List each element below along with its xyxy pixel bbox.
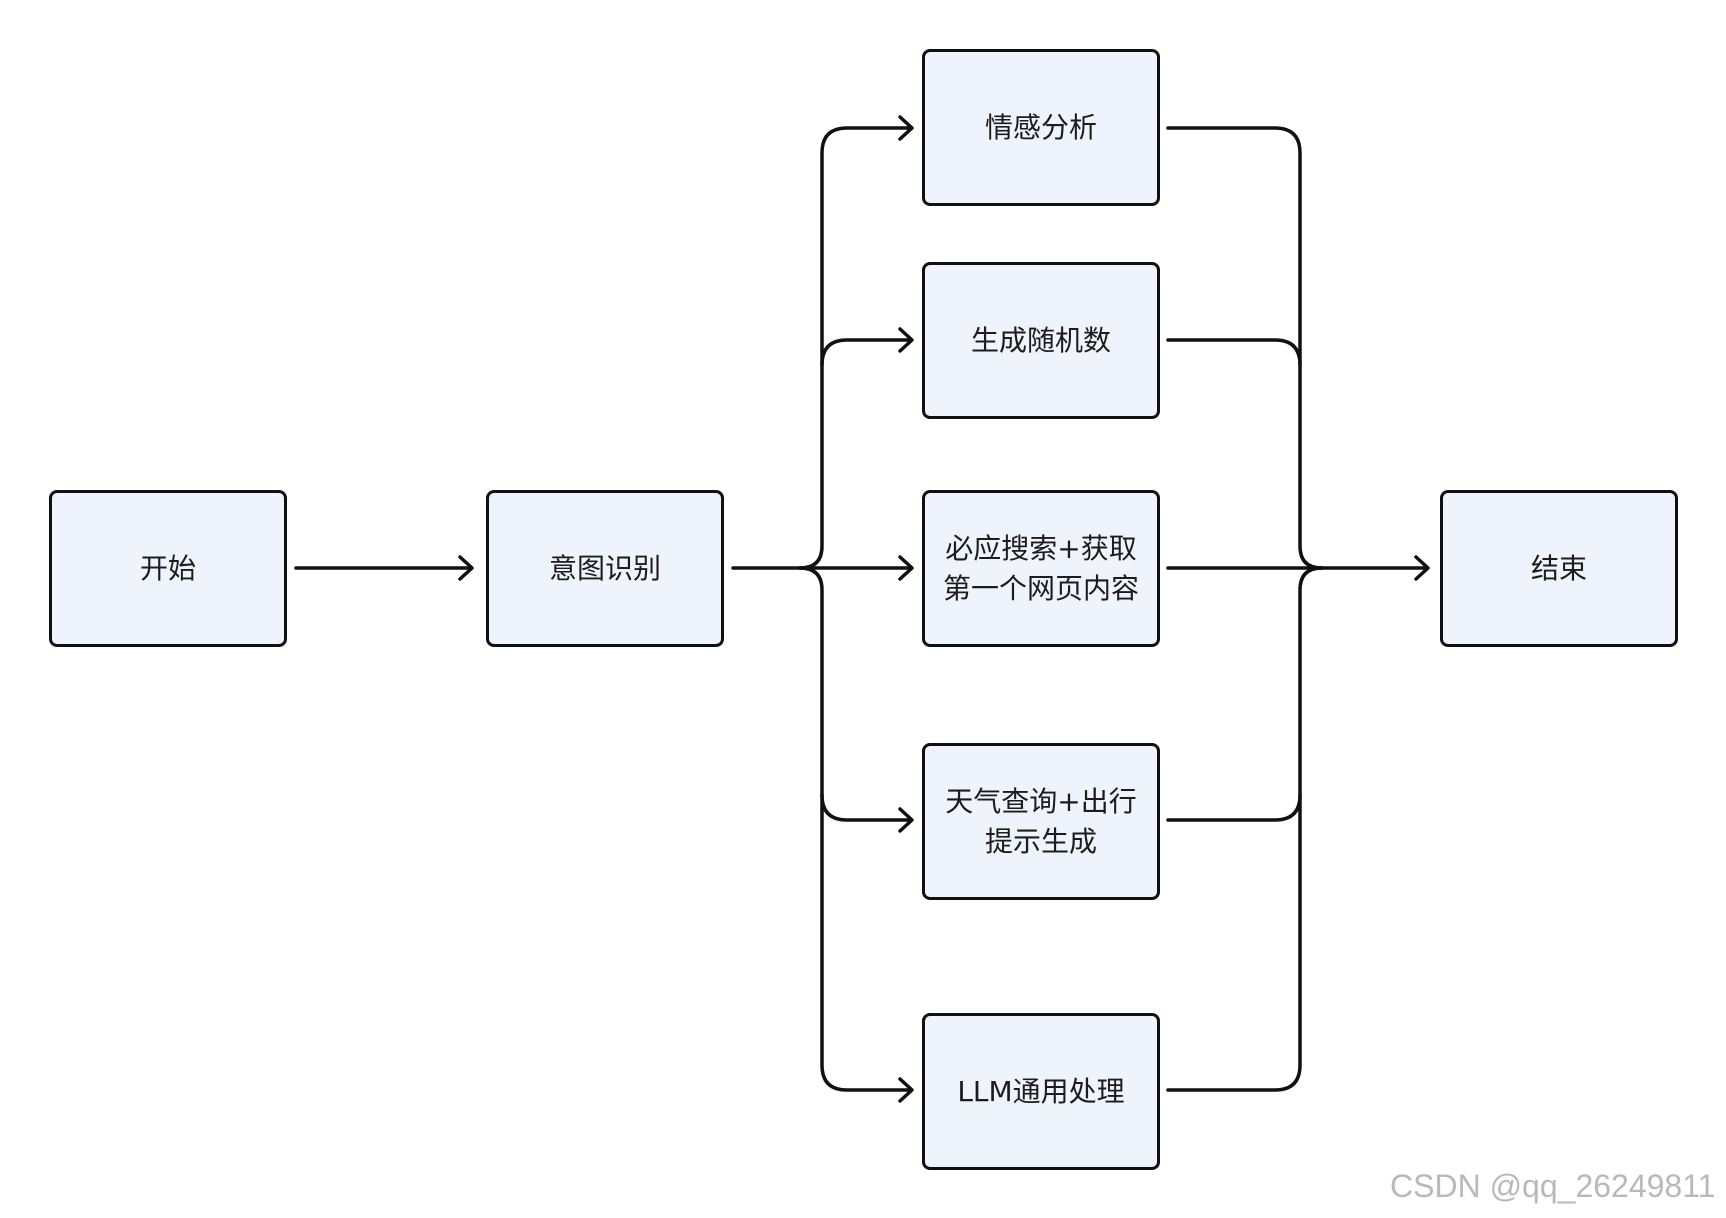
arrowhead — [898, 807, 914, 833]
edge-intent-llm — [798, 566, 912, 1092]
node-random-number: 生成随机数 — [922, 262, 1160, 419]
node-sentiment-label: 情感分析 — [984, 110, 1097, 144]
edge-intent-sentiment — [798, 126, 912, 570]
arrowhead — [898, 327, 914, 353]
node-bing-search: 必应搜索+获取第一个网页内容 — [922, 490, 1160, 647]
arrowhead — [1414, 555, 1430, 581]
watermark: CSDN @qq_26249811 — [1390, 1168, 1716, 1204]
arrowhead — [898, 555, 914, 581]
node-search-label: 必应搜索+获取第一个网页内容 — [942, 531, 1139, 605]
node-llm-general: LLM通用处理 — [922, 1013, 1160, 1170]
edge-weather-end — [1166, 793, 1302, 822]
node-llm-label: LLM通用处理 — [957, 1074, 1125, 1108]
edge-llm-end — [1166, 566, 1324, 1092]
node-intent-label: 意图识别 — [548, 551, 661, 585]
node-intent-recognition: 意图识别 — [486, 490, 724, 647]
arrowhead — [458, 555, 474, 581]
edge-sentiment-end — [1166, 126, 1324, 570]
node-start-label: 开始 — [139, 551, 196, 585]
edge-random-end — [1166, 338, 1302, 367]
arrowhead — [898, 115, 914, 141]
edge-intent-weather — [820, 793, 912, 822]
node-random-label: 生成随机数 — [970, 323, 1111, 357]
node-sentiment-analysis: 情感分析 — [922, 49, 1160, 206]
arrowhead — [898, 1077, 914, 1103]
node-end: 结束 — [1440, 490, 1678, 647]
edge-intent-random — [820, 338, 912, 367]
node-weather-label: 天气查询+出行提示生成 — [945, 784, 1137, 858]
node-start: 开始 — [49, 490, 287, 647]
node-weather-query: 天气查询+出行提示生成 — [922, 743, 1160, 900]
node-end-label: 结束 — [1530, 551, 1587, 585]
